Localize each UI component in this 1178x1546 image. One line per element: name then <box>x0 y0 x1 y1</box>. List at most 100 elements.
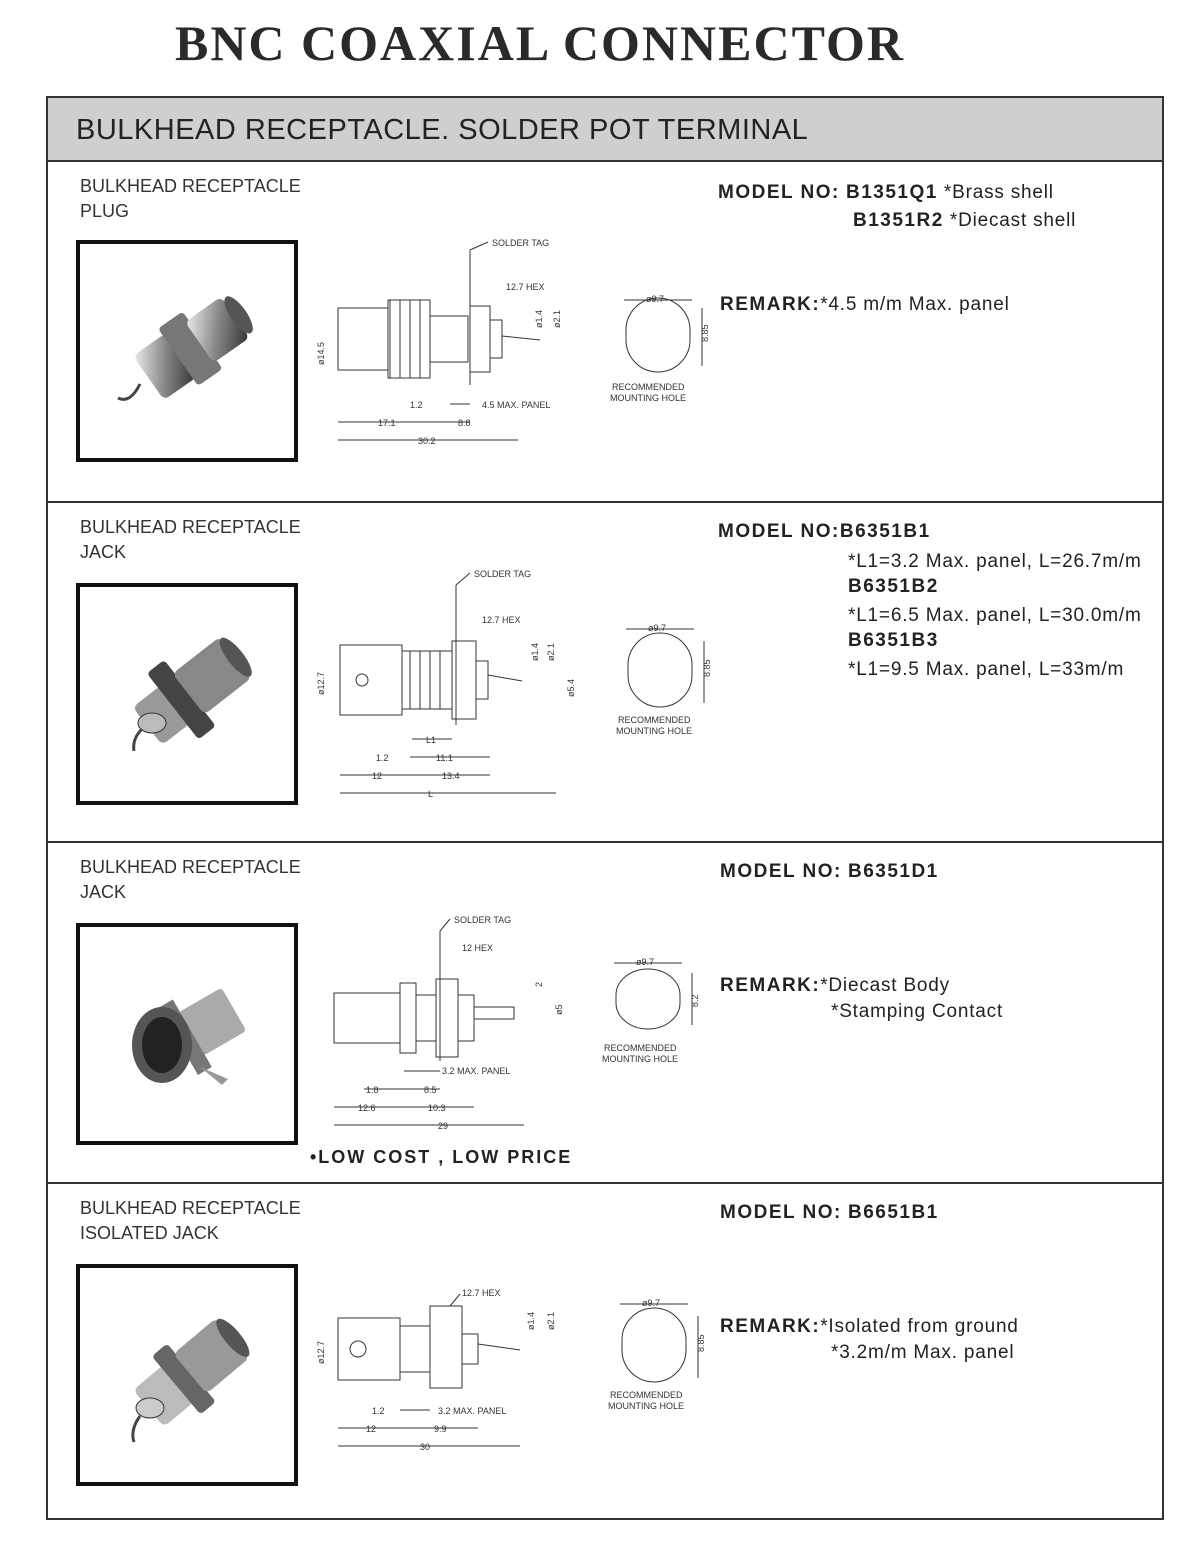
dim-panel: 3.2 MAX. PANEL <box>442 1066 510 1076</box>
page-title: BNC COAXIAL CONNECTOR <box>174 15 906 71</box>
model-line: MODEL NO: B6351D1 <box>720 861 939 883</box>
model-code: B1351Q1 <box>845 182 938 203</box>
remark-line: REMARK:*Diecast Body <box>720 975 950 997</box>
product-title: BULKHEAD RECEPTACLE JACK <box>80 515 301 565</box>
mounting-hole-diagram: ø9.7 8.85 RECOMMENDED MOUNTING HOLE <box>610 294 710 403</box>
dim-tag: SOLDER TAG <box>454 915 511 925</box>
hole-width: ø9.7 <box>636 957 654 967</box>
product-plug: BULKHEAD RECEPTACLE PLUG <box>48 160 1162 503</box>
product-title-line1: BULKHEAD RECEPTACLE <box>80 1198 301 1218</box>
remark-label: REMARK: <box>720 294 821 315</box>
dim-d1: ø1.4 <box>534 310 544 328</box>
dim-c: 12 <box>372 771 382 781</box>
hole-caption2: MOUNTING HOLE <box>602 1054 678 1064</box>
variant-spec: *L1=3.2 Max. panel, L=26.7m/m <box>848 551 1142 572</box>
product-title-line2: ISOLATED JACK <box>80 1223 219 1243</box>
mounting-hole-diagram: ø9.7 8.85 RECOMMENDED MOUNTING HOLE <box>608 1298 706 1411</box>
product-photo <box>76 1264 298 1486</box>
model-code: B6651B1 <box>847 1202 939 1223</box>
model-line: B1351R2 *Diecast shell <box>853 210 1076 232</box>
model-code: B1351R2 <box>853 210 944 231</box>
catalog-frame: BULKHEAD RECEPTACLE. SOLDER POT TERMINAL… <box>46 96 1164 1520</box>
dim-panel: 4.5 MAX. PANEL <box>482 400 550 410</box>
dim-tag: SOLDER TAG <box>474 569 531 579</box>
dim-d1: 2 <box>534 982 544 987</box>
hole-caption1: RECOMMENDED <box>612 382 685 392</box>
dimension-drawing: SOLDER TAG 12 HEX 2 ø5 3.2 MAX. PANEL 1.… <box>333 915 564 1131</box>
hole-width: ø9.7 <box>646 294 664 304</box>
dim-b: 11.1 <box>436 753 453 763</box>
hole-caption1: RECOMMENDED <box>610 1390 683 1400</box>
variant-code: B6351B3 <box>848 630 939 651</box>
dimension-drawing: SOLDER TAG 12.7 HEX ø14.5 ø1.4 ø2.1 1.2 … <box>316 238 562 446</box>
dim-panel: 3.2 MAX. PANEL <box>438 1406 506 1416</box>
hole-height: 8.2 <box>690 994 700 1007</box>
dim-tag: SOLDER TAG <box>492 238 549 248</box>
hole-caption2: MOUNTING HOLE <box>616 726 692 736</box>
dim-hex: 12.7 HEX <box>506 282 545 292</box>
dim-body: ø12.7 <box>316 672 326 695</box>
product-title-line2: PLUG <box>80 201 130 221</box>
hole-height: 8.85 <box>700 324 710 342</box>
model-label: MODEL NO: <box>720 861 842 882</box>
dim-d2: ø2.1 <box>546 643 556 661</box>
product-title-line1: BULKHEAD RECEPTACLE <box>80 517 301 537</box>
model-note: *Diecast shell <box>949 210 1077 231</box>
section-banner: BULKHEAD RECEPTACLE. SOLDER POT TERMINAL <box>48 98 1162 162</box>
model-note: *Brass shell <box>943 182 1054 203</box>
product-photo <box>76 240 298 462</box>
product-jack: BULKHEAD RECEPTACLE JACK SOLDER TAG 12.7… <box>48 501 1162 843</box>
dim-b: 17.1 <box>378 418 396 428</box>
dim-hex: 12 HEX <box>462 943 493 953</box>
remark-label: REMARK: <box>720 1316 821 1337</box>
variant-code: B6351B2 <box>848 576 939 597</box>
product-jack-low-cost: BULKHEAD RECEPTACLE JACK SOLDER TAG 12 H… <box>48 841 1162 1184</box>
dim-total: L <box>428 789 433 799</box>
mounting-hole-diagram: ø9.7 8.2 RECOMMENDED MOUNTING HOLE <box>602 957 700 1064</box>
product-title-line2: JACK <box>80 882 127 902</box>
hole-caption2: MOUNTING HOLE <box>610 393 686 403</box>
dim-l1: L1 <box>426 735 436 745</box>
product-title-line2: JACK <box>80 542 127 562</box>
remark-text: *Diecast Body <box>820 975 950 996</box>
remark-text: *Stamping Contact <box>831 1001 1004 1022</box>
remark-text: *Isolated from ground <box>820 1316 1019 1337</box>
remark-line: REMARK:*4.5 m/m Max. panel <box>720 294 1010 316</box>
dim-d: 13.4 <box>442 771 460 781</box>
dim-d2: ø5 <box>554 1004 564 1015</box>
dim-d1: ø1.4 <box>530 643 540 661</box>
remark-label: REMARK: <box>720 975 821 996</box>
dim-body: ø12.7 <box>316 1341 326 1364</box>
dim-total: 30.2 <box>418 436 436 446</box>
model-label: MODEL NO: <box>720 1202 842 1223</box>
model-label: MODEL NO: <box>718 521 840 542</box>
hole-height: 8.85 <box>702 659 712 677</box>
hole-caption1: RECOMMENDED <box>604 1043 677 1053</box>
dimension-drawing: 12.7 HEX ø12.7 ø1.4 ø2.1 1.2 3.2 MAX. PA… <box>316 1288 556 1452</box>
dim-c: 9.9 <box>434 1424 447 1434</box>
product-isolated-jack: BULKHEAD RECEPTACLE ISOLATED JACK 12.7 H… <box>48 1182 1162 1520</box>
dim-a: 1.2 <box>410 400 423 410</box>
dim-a: 1.2 <box>376 753 389 763</box>
model-code: B6351B1 <box>839 521 931 542</box>
dim-total: 29 <box>438 1121 448 1131</box>
model-line: MODEL NO: B6651B1 <box>720 1202 939 1224</box>
dim-d2: ø2.1 <box>546 1312 556 1330</box>
hole-width: ø9.7 <box>648 623 666 633</box>
dim-b: 8.5 <box>424 1085 437 1095</box>
dim-total: 30 <box>420 1442 430 1452</box>
dim-b: 12 <box>366 1424 376 1434</box>
model-label: MODEL NO: <box>718 182 840 203</box>
model-line: MODEL NO: B1351Q1 *Brass shell <box>718 182 1054 204</box>
product-photo <box>76 583 298 805</box>
variant-spec: *L1=6.5 Max. panel, L=30.0m/m <box>848 605 1142 626</box>
hole-caption1: RECOMMENDED <box>618 715 691 725</box>
dim-a: 1.8 <box>366 1085 379 1095</box>
banner-text: BULKHEAD RECEPTACLE. SOLDER POT TERMINAL <box>76 114 809 146</box>
mounting-hole-diagram: ø9.7 8.85 RECOMMENDED MOUNTING HOLE <box>616 623 712 736</box>
dim-hex: 12.7 HEX <box>482 615 521 625</box>
hole-height: 8.85 <box>696 1334 706 1352</box>
remark-text: *3.2m/m Max. panel <box>831 1342 1015 1363</box>
variant-spec: *L1=9.5 Max. panel, L=33m/m <box>848 659 1125 680</box>
product-title: BULKHEAD RECEPTACLE PLUG <box>80 174 301 224</box>
